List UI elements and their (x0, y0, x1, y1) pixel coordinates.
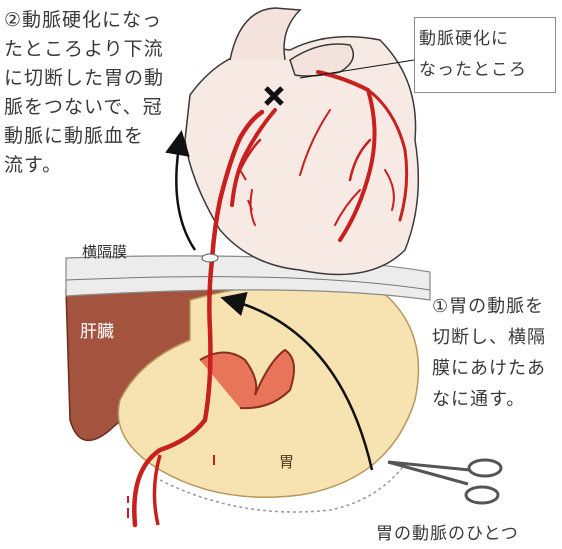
step1-caption: ①胃の動脈を 切断し、横隔 膜にあけたあ なに通す。 (432, 291, 546, 415)
liver-label: 肝臓 (80, 318, 114, 347)
step2-caption: ②動脈硬化になっ たところより下流 に切断した胃の動 脈をつないで、冠 動脈に動… (4, 6, 164, 180)
diaphragm-hole (202, 254, 218, 262)
gastric-artery-label: 胃の動脈のひとつ (376, 520, 519, 549)
diaphragm-label: 横隔膜 (82, 238, 127, 267)
scissors-icon (388, 460, 501, 503)
hardened-site-callout: 動脈硬化に なったところ (414, 17, 556, 93)
stomach-label: 胃 (279, 448, 294, 477)
